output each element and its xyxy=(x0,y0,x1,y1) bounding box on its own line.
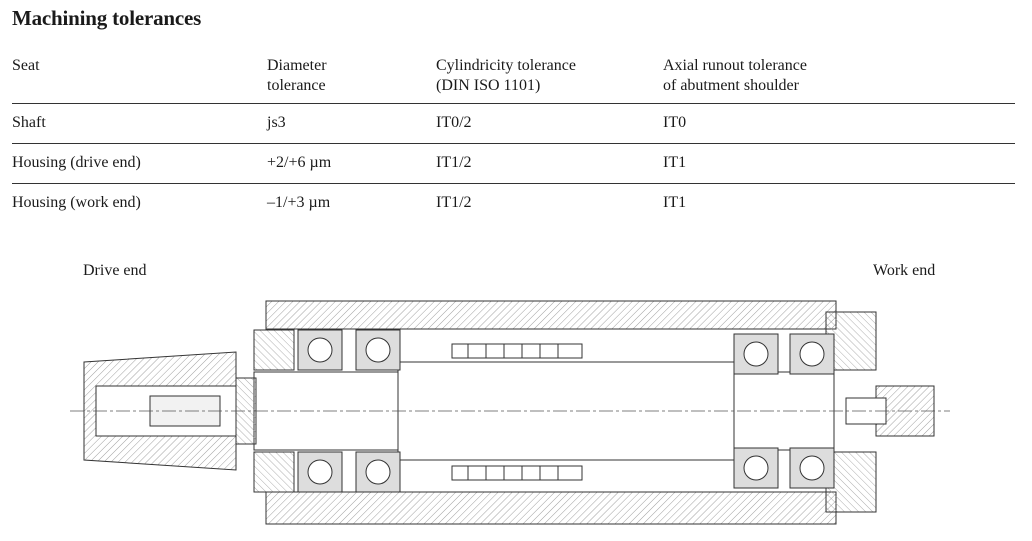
header-diameter: Diameter tolerance xyxy=(267,57,327,94)
spindle-cross-section-drawing xyxy=(70,300,950,525)
tolerance-table: Seat Diameter tolerance Cylindricity tol… xyxy=(12,54,1015,224)
drive-end-label: Drive end xyxy=(83,262,147,279)
cell-seat: Housing (drive end) xyxy=(12,154,141,171)
table-row: Housing (drive end) +2/+6 µm IT1/2 IT1 xyxy=(12,144,1015,184)
table-divider xyxy=(12,103,1015,104)
cell-cylindricity: IT1/2 xyxy=(436,194,472,211)
bearing-set-drive-end xyxy=(297,329,401,493)
header-seat: Seat xyxy=(12,57,40,74)
bearing-set-work-end xyxy=(733,333,835,489)
table-row: Housing (work end) –1/+3 µm IT1/2 IT1 xyxy=(12,184,1015,224)
header-axial-runout: Axial runout tolerance of abutment shoul… xyxy=(663,57,807,94)
table-divider xyxy=(12,143,1015,144)
cell-runout: IT0 xyxy=(663,114,687,131)
motor-winding-top xyxy=(451,343,583,359)
cell-runout: IT1 xyxy=(663,154,687,171)
drive-end-cap-top xyxy=(253,329,295,371)
housing-top-wall xyxy=(265,300,837,330)
work-end-label: Work end xyxy=(873,262,936,279)
section-title: Machining tolerances xyxy=(12,6,202,30)
table-header-row: Seat Diameter tolerance Cylindricity tol… xyxy=(12,54,1015,104)
cell-diameter: +2/+6 µm xyxy=(267,154,332,171)
housing-bottom-wall xyxy=(265,491,837,525)
header-cylindricity: Cylindricity tolerance (DIN ISO 1101) xyxy=(436,57,576,94)
cell-cylindricity: IT1/2 xyxy=(436,154,472,171)
table-row: Shaft js3 IT0/2 IT0 xyxy=(12,104,1015,144)
cell-seat: Housing (work end) xyxy=(12,194,141,211)
cell-runout: IT1 xyxy=(663,194,687,211)
drive-end-cap-bottom xyxy=(253,451,295,493)
table-divider xyxy=(12,183,1015,184)
cell-diameter: –1/+3 µm xyxy=(267,194,331,211)
cell-diameter: js3 xyxy=(267,114,286,131)
cell-seat: Shaft xyxy=(12,114,46,131)
motor-winding-bottom xyxy=(451,465,583,481)
cell-cylindricity: IT0/2 xyxy=(436,114,472,131)
